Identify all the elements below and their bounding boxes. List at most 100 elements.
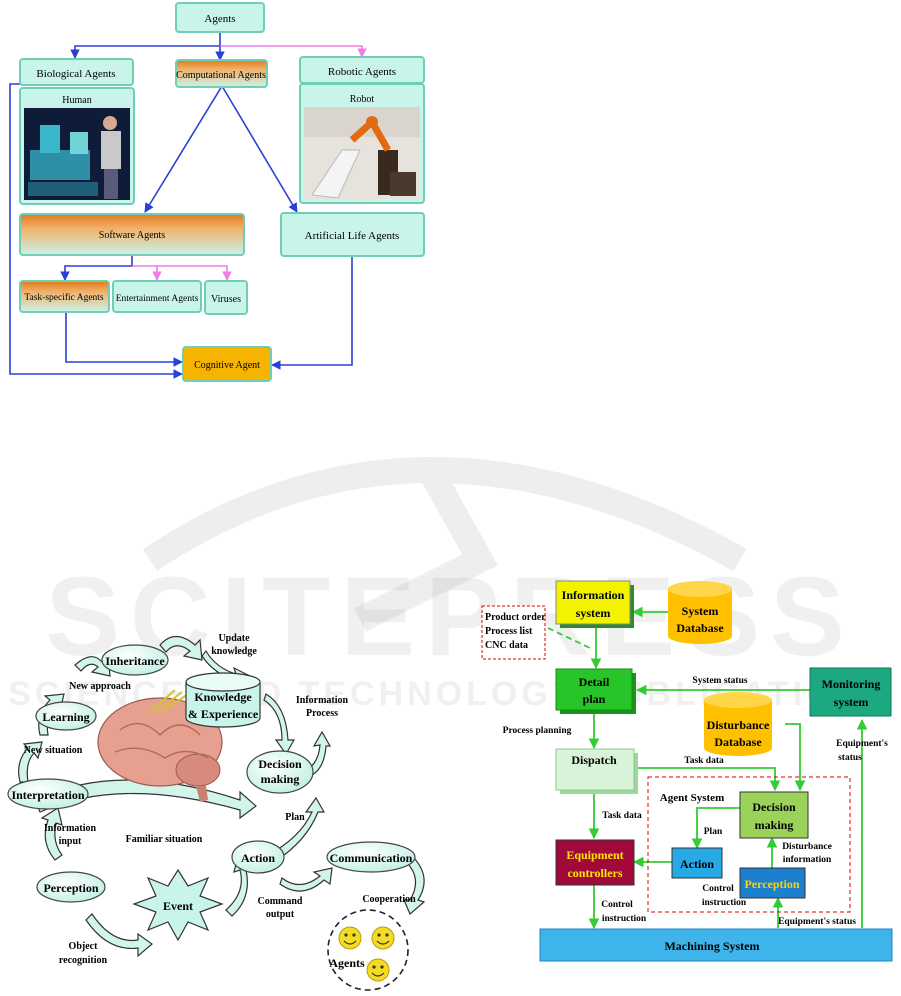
biological-agents-node: Biological Agents: [19, 58, 134, 86]
monitoring-label: Monitoring: [822, 677, 881, 691]
decision-making-node: Decision making: [246, 750, 314, 794]
equipment-status-label: Equipment's: [836, 739, 888, 749]
perception-label: Perception: [43, 881, 98, 895]
decision-making-label-2: making: [755, 818, 794, 832]
detail-plan-label: Detail: [579, 675, 610, 689]
dispatch-label: Dispatch: [571, 753, 617, 767]
update-knowledge-label-2: knowledge: [211, 646, 257, 657]
computational-agents-node: Computational Agents: [175, 59, 268, 88]
new-approach-label: New approach: [69, 681, 131, 692]
equipment-controllers-label: Equipment: [566, 848, 623, 862]
equipment-controllers-node: Equipment controllers: [555, 839, 635, 886]
information-system-label: Information: [562, 588, 625, 602]
knowledge-label: Knowledge: [194, 690, 252, 704]
task-specific-agents-label: Task-specific Agents: [24, 292, 104, 303]
taxonomy-connectors: [9, 33, 367, 379]
agent-system-container: [647, 776, 851, 913]
viruses-label: Viruses: [211, 294, 241, 305]
product-order-label: Product order: [485, 612, 546, 623]
cnc-data-label: CNC data: [485, 640, 528, 651]
task-specific-agents-node: Task-specific Agents: [19, 280, 110, 313]
system-status-label: System status: [692, 676, 747, 686]
dispatch-node: Dispatch: [555, 748, 638, 794]
disturbance-info-label: Disturbance: [782, 842, 832, 852]
disturbance-db-label: Disturbance: [707, 718, 770, 732]
system-database-cylinder: System Database: [668, 581, 732, 644]
cognitive-agent-node: Cognitive Agent: [182, 346, 272, 382]
entertainment-agents-label: Entertainment Agents: [116, 294, 199, 304]
perception-node: Perception: [36, 871, 106, 903]
agent-system-label: Agent System: [660, 792, 724, 804]
information-input-label-2: input: [59, 836, 82, 847]
process-planning-label: Process planning: [503, 726, 572, 736]
control-instruction-label-b: Control: [601, 900, 633, 910]
familiar-situation-label: Familiar situation: [126, 834, 203, 845]
system-database-label-2: Database: [676, 621, 724, 635]
object-recognition-label: Object: [69, 941, 99, 952]
flow-connectors: [547, 606, 868, 930]
artificial-life-agents-label: Artificial Life Agents: [305, 230, 400, 242]
process-list-label: Process list: [485, 626, 533, 637]
robotic-agents-label: Robotic Agents: [328, 66, 396, 78]
detail-plan-label-2: plan: [583, 692, 606, 706]
knowledge-database-node: Knowledge & Experience: [185, 672, 261, 728]
task-data-label-1: Task data: [684, 756, 724, 766]
equipment-status-label-2: status: [838, 753, 862, 763]
new-situation-label: New situation: [24, 745, 83, 756]
plan-label: Plan: [285, 812, 305, 823]
information-input-label: Information: [44, 823, 97, 834]
robot-image-panel: Robot: [299, 83, 425, 204]
robotic-agents-node: Robotic Agents: [299, 56, 425, 84]
software-agents-node: Software Agents: [19, 213, 245, 256]
communication-node: Communication: [326, 841, 416, 873]
action-node: Action: [671, 847, 723, 879]
inheritance-label: Inheritance: [105, 654, 165, 668]
control-instruction-label-a: Control: [702, 884, 734, 894]
software-agents-label: Software Agents: [99, 230, 165, 241]
monitoring-system-node: Monitoring system: [809, 667, 892, 717]
information-process-label: Information: [296, 695, 349, 706]
equipment-status-bottom-label: Equipment's status: [778, 917, 856, 927]
human-image-panel: Human: [19, 87, 135, 205]
event-burst: Event: [132, 868, 224, 942]
disturbance-database-cylinder: Disturbance Database: [704, 692, 772, 756]
disturbance-db-label-2: Database: [714, 735, 762, 749]
entertainment-agents-node: Entertainment Agents: [112, 280, 202, 313]
disturbance-info-label-2: information: [783, 855, 832, 865]
computational-agents-label: Computational Agents: [176, 70, 266, 81]
human-label: Human: [62, 95, 91, 106]
action-node: Action: [231, 840, 285, 874]
learning-label: Learning: [42, 710, 89, 724]
interpretation-label: Interpretation: [11, 788, 84, 802]
watermark-swoosh: [142, 457, 747, 632]
agents-group-label: Agents: [329, 956, 365, 970]
plan-label: Plan: [704, 827, 723, 837]
system-database-label: System: [682, 604, 719, 618]
communication-label: Communication: [330, 851, 413, 865]
information-system-label-2: system: [576, 606, 611, 620]
control-instruction-label-a2: instruction: [702, 898, 747, 908]
command-output-label-2: output: [266, 909, 295, 920]
command-output-label: Command: [257, 896, 302, 907]
decision-label: Decision: [258, 757, 302, 771]
inheritance-node: Inheritance: [101, 644, 169, 676]
control-instruction-label-b2: instruction: [602, 914, 647, 924]
monitoring-label-2: system: [834, 695, 869, 709]
task-data-label-2: Task data: [602, 811, 642, 821]
equipment-controllers-label-2: controllers: [567, 866, 622, 880]
smiley-icon: [366, 958, 390, 982]
viruses-node: Viruses: [204, 280, 248, 315]
learning-node: Learning: [35, 701, 97, 731]
action-label: Action: [680, 857, 714, 871]
cooperation-label: Cooperation: [362, 894, 416, 905]
agents-root-label: Agents: [204, 13, 235, 25]
decision-label-2: making: [261, 772, 300, 786]
event-label: Event: [163, 899, 193, 913]
action-label: Action: [241, 851, 275, 865]
agents-root-node: Agents: [175, 2, 265, 33]
perception-node: Perception: [739, 867, 806, 899]
smiley-icon: [338, 926, 362, 950]
